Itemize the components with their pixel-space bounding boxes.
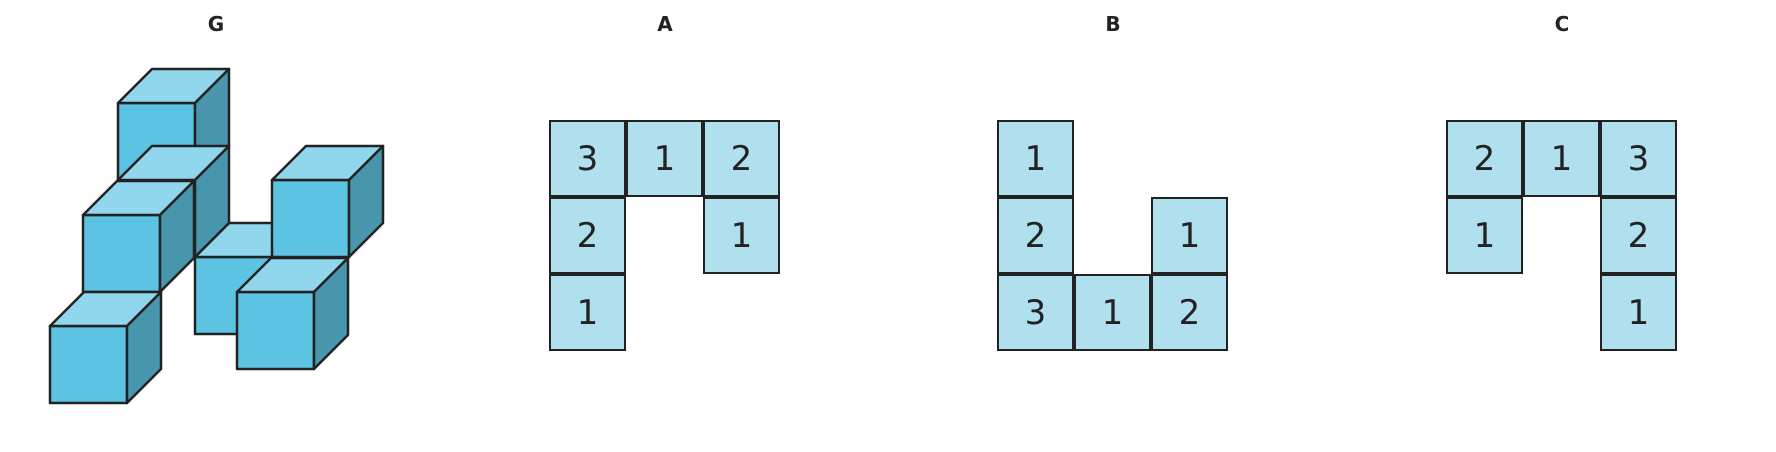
grid-cell: 2 (1446, 120, 1523, 197)
cube-front-face (235, 290, 316, 371)
cube-side-face (158, 179, 196, 294)
grid-cell: 2 (703, 120, 780, 197)
figure-g-cubes (48, 67, 385, 405)
grid-cell: 1 (549, 274, 626, 351)
grid-cell: 1 (1446, 197, 1523, 274)
option-c-title: C (1554, 12, 1570, 36)
grid-cell: 1 (1600, 274, 1677, 351)
option-b-title: B (1105, 12, 1121, 36)
grid-cell: 1 (1151, 197, 1228, 274)
cube-side-face (347, 144, 385, 259)
grid-cell: 2 (1600, 197, 1677, 274)
grid-cell: 1 (626, 120, 703, 197)
grid-cell: 1 (703, 197, 780, 274)
cube-side-face (312, 256, 350, 371)
grid-cell: 1 (1523, 120, 1600, 197)
cube-front-face (270, 178, 351, 259)
cube-side-face (125, 290, 163, 405)
grid-cell: 2 (997, 197, 1074, 274)
option-a-title: A (657, 12, 673, 36)
grid-cell: 2 (549, 197, 626, 274)
grid-cell: 3 (997, 274, 1074, 351)
grid-cell: 3 (1600, 120, 1677, 197)
grid-cell: 1 (997, 120, 1074, 197)
cube-front-face (48, 324, 129, 405)
grid-cell: 3 (549, 120, 626, 197)
figure-g-title: G (207, 12, 225, 36)
cube-front-face (81, 213, 162, 294)
grid-cell: 2 (1151, 274, 1228, 351)
grid-cell: 1 (1074, 274, 1151, 351)
